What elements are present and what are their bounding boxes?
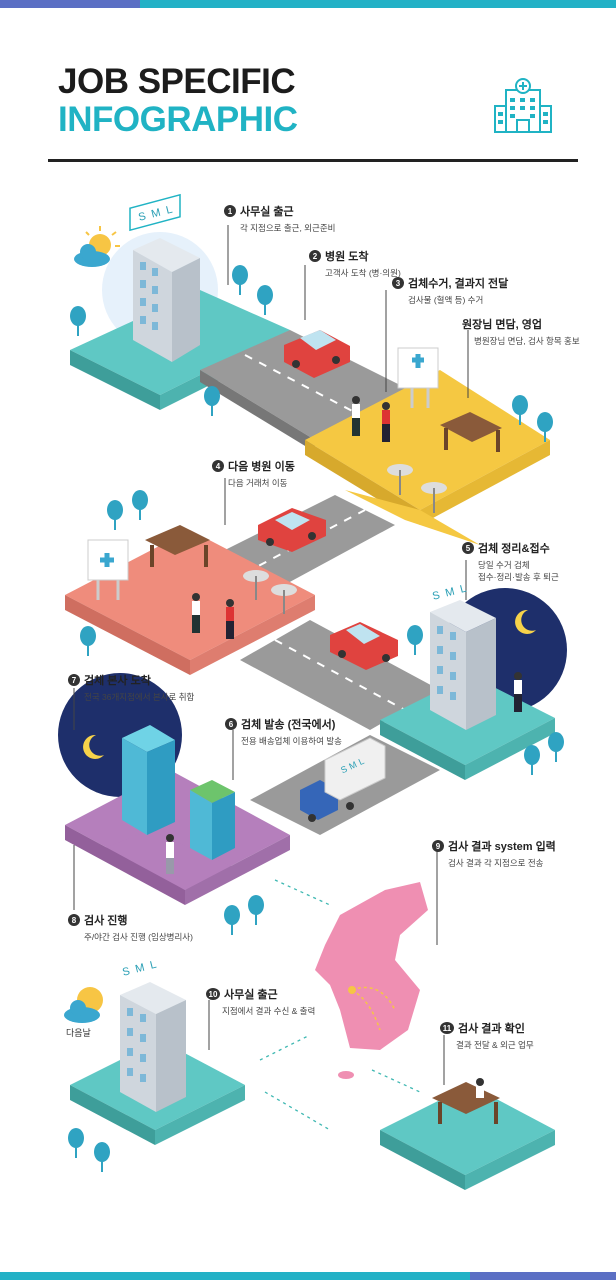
step-desc: 검사 결과 각 지점으로 전송	[448, 858, 544, 868]
step-desc: 각 지점으로 출근, 외근준비	[240, 223, 336, 233]
office-building	[129, 193, 200, 362]
step-desc: 고객사 도착 (병·의원)	[325, 268, 401, 278]
bottom-accent-bar	[0, 1272, 616, 1280]
step-7: 7 검체 본사 도착 전국 36개지점에서 본사로 취합	[68, 672, 194, 703]
step-title: 검체 정리&접수	[478, 543, 550, 555]
step-number-badge: 2	[309, 250, 321, 262]
step-title: 사무실 출근	[240, 206, 294, 218]
step-desc-line: 당일 수거 검체	[478, 560, 530, 570]
step-desc: 검사물 (혈액 등) 수거	[408, 295, 484, 305]
step-title: 검사 결과 system 입력	[448, 841, 556, 853]
step-1: 1 사무실 출근 각 지점으로 출근, 외근준비	[224, 203, 335, 234]
step-number-badge: 5	[462, 542, 474, 554]
step-desc: 지점에서 결과 수신 & 출력	[222, 1006, 316, 1016]
people	[352, 396, 390, 442]
step-6: 6 검체 발송 (전국에서) 전용 배송업체 이용하여 발송	[225, 716, 342, 747]
step-number-badge: 7	[68, 674, 80, 686]
step-9: 9 검사 결과 system 입력 검사 결과 각 지점으로 전송	[432, 838, 556, 869]
step-number-badge: 3	[392, 277, 404, 289]
step-3b: 원장님 면담, 영업 병원장님 면담, 검사 항목 홍보	[462, 316, 580, 347]
step-desc-line: 접수·정리·발송 후 퇴근	[478, 572, 559, 582]
hospital-sign	[87, 539, 129, 600]
step-title: 원장님 면담, 영업	[462, 319, 543, 331]
step-number-badge: 10	[206, 988, 220, 1000]
step-3: 3 검체수거, 결과지 전달 검사물 (혈액 등) 수거	[392, 275, 508, 306]
step-11: 11 검사 결과 확인 결과 전달 & 외근 업무	[440, 1020, 534, 1051]
step-desc: 결과 전달 & 외근 업무	[456, 1040, 534, 1050]
car	[284, 330, 350, 378]
office-building	[120, 982, 186, 1112]
step-number-badge: 11	[440, 1022, 454, 1034]
sun-cloud-icon	[74, 226, 120, 267]
step-title: 다음 병원 이동	[228, 461, 295, 473]
page-title-line1: JOB SPECIFIC	[58, 62, 296, 101]
top-accent-bar	[0, 0, 616, 8]
step-title: 검사 결과 확인	[458, 1023, 525, 1035]
step-title: 검사 진행	[84, 915, 128, 927]
step-4: 4 다음 병원 이동 다음 거래처 이동	[212, 458, 295, 489]
step-title: 검체수거, 결과지 전달	[408, 278, 509, 290]
step-title: 검체 본사 도착	[84, 675, 151, 687]
car	[330, 622, 398, 670]
step-desc: 병원장님 면담, 검사 항목 홍보	[474, 336, 580, 346]
next-day-label: 다음날	[66, 1028, 91, 1038]
step-10: 10 사무실 출근 지점에서 결과 수신 & 출력	[206, 986, 315, 1017]
hospital-icon	[494, 78, 552, 133]
step-number-badge: 8	[68, 914, 80, 926]
step-title: 사무실 출근	[224, 989, 278, 1001]
step-8: 8 검사 진행 주/야간 검사 진행 (임상병리사)	[68, 912, 193, 943]
office-building	[430, 600, 496, 730]
step-desc: 전용 배송업체 이용하여 발송	[241, 736, 342, 746]
korea-map	[315, 882, 428, 1079]
step-title: 병원 도착	[325, 251, 369, 263]
step-desc: 전국 36개지점에서 본사로 취합	[84, 692, 195, 702]
hospital-sign	[397, 347, 439, 408]
step-number-badge: 4	[212, 460, 224, 472]
step-2: 2 병원 도착 고객사 도착 (병·의원)	[309, 248, 401, 279]
car	[258, 508, 326, 552]
header-divider	[48, 159, 578, 162]
step-number-badge: 9	[432, 840, 444, 852]
step-desc: 다음 거래처 이동	[228, 478, 288, 488]
trees	[68, 265, 564, 1172]
page-title-line2: INFOGRAPHIC	[58, 100, 298, 139]
step-number-badge: 1	[224, 205, 236, 217]
step-title: 검체 발송 (전국에서)	[241, 719, 336, 731]
delivery-truck	[300, 737, 386, 822]
step-number-badge: 6	[225, 718, 237, 730]
step-desc: 주/야간 검사 진행 (임상병리사)	[84, 932, 193, 942]
